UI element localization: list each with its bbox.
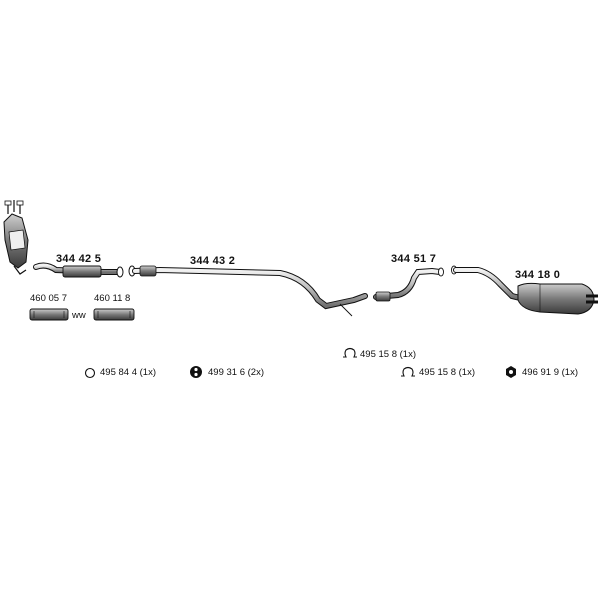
accessory-label-3: 495 15 8 (1x)	[360, 349, 416, 360]
ring-clamp-icon	[84, 367, 96, 379]
flex-joiner-mark: ww	[72, 310, 86, 321]
catalytic-converter	[3, 200, 29, 275]
part-number-middle-pipe: 344 43 2	[190, 255, 236, 267]
part-number-intermediate-pipe: 344 51 7	[391, 253, 437, 265]
part-number-flex-pipe-a: 460 05 7	[30, 293, 67, 304]
intermediate-pipe	[373, 267, 444, 302]
omega-clamp-icon	[401, 366, 415, 377]
rubber-mount-icon	[506, 366, 516, 378]
accessory-label-2: 499 31 6 (2x)	[208, 367, 264, 378]
rubber-hanger-icon	[190, 366, 202, 378]
accessory-label-4: 495 15 8 (1x)	[419, 367, 475, 378]
flex-pipe-b-drawing	[93, 308, 135, 321]
accessory-label-5: 496 91 9 (1x)	[522, 367, 578, 378]
omega-clamp-icon	[343, 347, 357, 358]
front-pipe	[33, 262, 124, 278]
part-number-front-pipe: 344 42 5	[56, 253, 102, 265]
part-number-flex-pipe-b: 460 11 8	[94, 293, 131, 304]
middle-pipe	[128, 265, 368, 317]
part-number-rear-silencer: 344 18 0	[515, 269, 561, 281]
flex-pipe-a-drawing	[29, 308, 69, 321]
rear-silencer	[451, 265, 598, 315]
accessory-label-1: 495 84 4 (1x)	[100, 367, 156, 378]
